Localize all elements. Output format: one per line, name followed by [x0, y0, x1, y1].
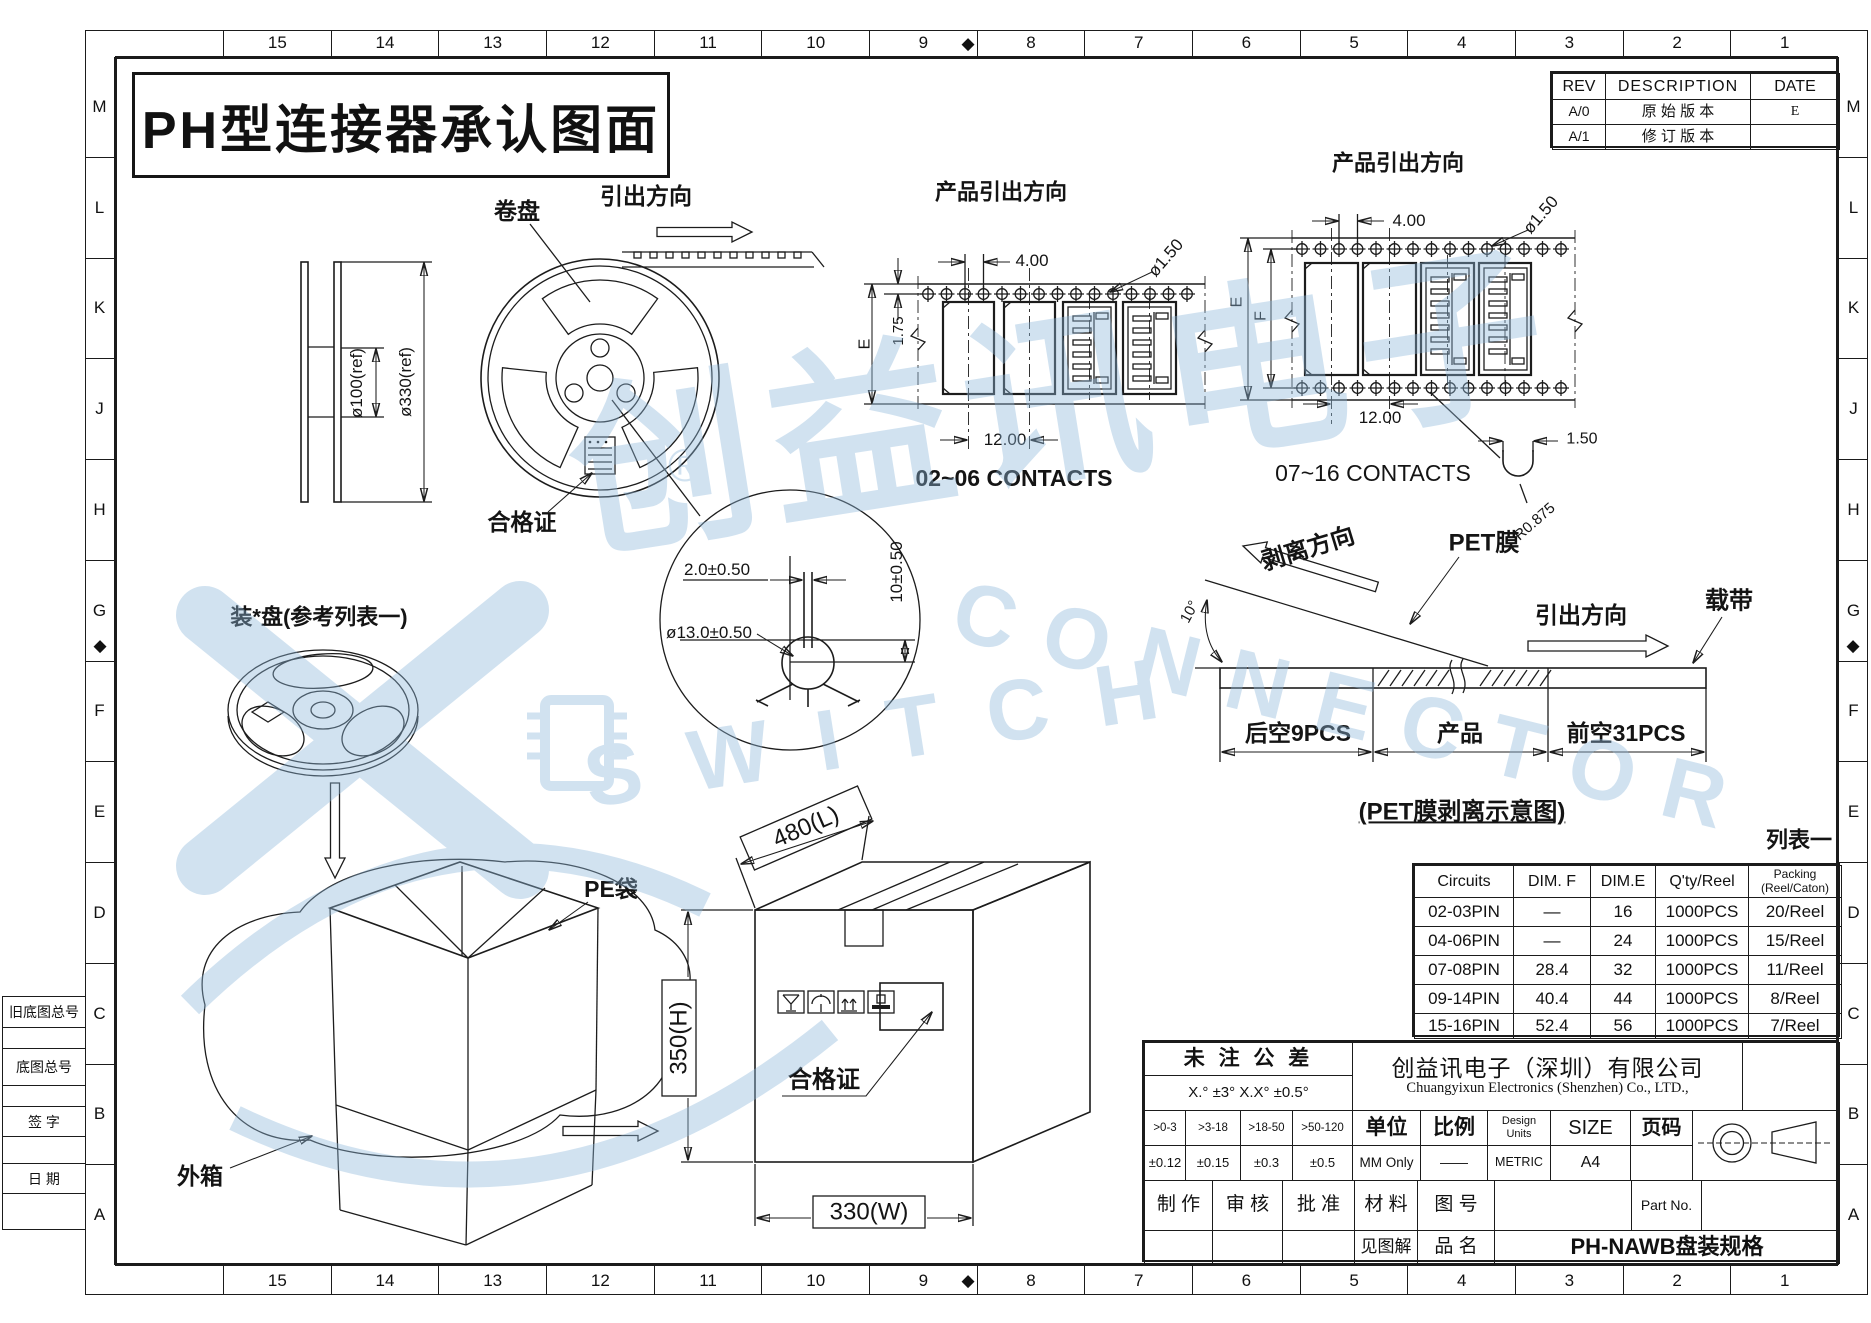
tb-blank — [1742, 1042, 1840, 1111]
title-box: PH型连接器承认图面 — [132, 72, 670, 178]
list-cell: 1000PCS — [1655, 926, 1749, 956]
tb-design-units-value: METRIC — [1487, 1145, 1551, 1181]
rev-cell: E — [1750, 99, 1840, 125]
tb-check-value — [1212, 1230, 1283, 1264]
list-cell: 1000PCS — [1655, 955, 1749, 985]
tb-tol: ±0.3 — [1240, 1145, 1293, 1181]
list-header: Q'ty/Reel — [1655, 865, 1749, 898]
list-cell: 28.4 — [1513, 955, 1591, 985]
rev-header: DATE — [1750, 73, 1840, 100]
list-header: DIM.E — [1590, 865, 1656, 898]
list-header-packing: Packing(Reel/Caton) — [1748, 865, 1842, 898]
list-cell: 24 — [1590, 926, 1656, 956]
list-cell: 11/Reel — [1748, 955, 1842, 985]
list-cell: 15/Reel — [1748, 926, 1842, 956]
list-cell: 02-03PIN — [1414, 897, 1514, 927]
tb-partno-value — [1701, 1180, 1840, 1231]
list-cell: 09-14PIN — [1414, 984, 1514, 1014]
margin-box-sign: 签 字 — [2, 1106, 86, 1137]
tb-name-value: PH-NAWB盘装规格 — [1494, 1230, 1840, 1264]
tb-approve-label: 批 准 — [1282, 1180, 1355, 1231]
drawing-frame — [115, 57, 1838, 1265]
tb-page-value — [1630, 1145, 1693, 1181]
tb-approve-value — [1282, 1230, 1355, 1264]
list-cell: 52.4 — [1513, 1013, 1591, 1039]
title-block: 未 注 公 差 X.° ±3° X.X° ±0.5° >0-3 >3-18 >1… — [1142, 1040, 1840, 1264]
list-cell: 32 — [1590, 955, 1656, 985]
tb-material-value: 见图解 — [1354, 1230, 1418, 1264]
rev-cell: 原 始 版 本 — [1605, 99, 1751, 125]
revision-table: REV DESCRIPTION DATE A/0 原 始 版 本 E A/1 修… — [1550, 71, 1840, 150]
rev-header: REV — [1552, 73, 1606, 100]
list-cell: 07-08PIN — [1414, 955, 1514, 985]
fold-mark-left: ◆ — [93, 636, 107, 655]
margin-box-sign-empty — [2, 1136, 86, 1164]
list-header: DIM. F — [1513, 865, 1591, 898]
outer-border — [85, 30, 1868, 1295]
tb-material-label: 材 料 — [1354, 1180, 1418, 1231]
company-name-cn: 创益讯电子（深圳）有限公司 — [1391, 1055, 1704, 1081]
tb-page-label: 页码 — [1630, 1110, 1693, 1146]
tb-scale-value: —— — [1420, 1145, 1488, 1181]
tb-make-value — [1144, 1230, 1213, 1264]
tb-dwg-value — [1494, 1180, 1632, 1231]
tb-unit-value: MM Only — [1352, 1145, 1421, 1181]
margin-box-date-empty — [2, 1193, 86, 1230]
list-cell: 56 — [1590, 1013, 1656, 1039]
company-name-en: Chuangyixun Electronics (Shenzhen) Co., … — [1406, 1080, 1689, 1097]
list-cell: 44 — [1590, 984, 1656, 1014]
list-cell: 04-06PIN — [1414, 926, 1514, 956]
list-cell: 20/Reel — [1748, 897, 1842, 927]
tb-tol-angles: X.° ±3° X.X° ±0.5° — [1144, 1075, 1353, 1111]
tb-unit-label: 单位 — [1352, 1110, 1421, 1146]
tb-make-label: 制 作 — [1144, 1180, 1213, 1231]
tb-company: 创益讯电子（深圳）有限公司 Chuangyixun Electronics (S… — [1352, 1042, 1743, 1111]
rev-cell: A/0 — [1552, 99, 1606, 125]
tb-name-label: 品 名 — [1417, 1230, 1495, 1264]
list-cell: 7/Reel — [1748, 1013, 1842, 1039]
tb-partno-label: Part No. — [1631, 1180, 1702, 1231]
list-cell: 15-16PIN — [1414, 1013, 1514, 1039]
tb-scale-label: 比例 — [1420, 1110, 1488, 1146]
tb-size-value: A4 — [1550, 1145, 1631, 1181]
tb-tol: ±0.12 — [1144, 1145, 1186, 1181]
list-cell: 40.4 — [1513, 984, 1591, 1014]
rev-cell: A/1 — [1552, 124, 1606, 150]
tb-size-label: SIZE — [1550, 1110, 1631, 1146]
fold-mark-bottom: ◆ — [961, 1271, 975, 1290]
tb-check-label: 审 核 — [1212, 1180, 1283, 1231]
list-cell: 1000PCS — [1655, 984, 1749, 1014]
rev-cell — [1750, 124, 1840, 150]
tb-range: >0-3 — [1144, 1110, 1186, 1146]
tb-tol: ±0.5 — [1292, 1145, 1353, 1181]
page-title: PH型连接器承认图面 — [141, 101, 661, 160]
tb-tol: ±0.15 — [1185, 1145, 1241, 1181]
rev-header: DESCRIPTION — [1605, 73, 1751, 100]
margin-box-base: 底图总号 — [2, 1048, 86, 1086]
list-cell: 1000PCS — [1655, 897, 1749, 927]
tb-projection-cell — [1692, 1110, 1840, 1181]
tb-range: >18-50 — [1240, 1110, 1293, 1146]
list-cell: 1000PCS — [1655, 1013, 1749, 1039]
fold-mark-top: ◆ — [961, 34, 975, 53]
tb-tol-title: 未 注 公 差 — [1144, 1042, 1353, 1076]
list-cell: 16 — [1590, 897, 1656, 927]
fold-mark-right: ◆ — [1846, 636, 1860, 655]
tb-range: >3-18 — [1185, 1110, 1241, 1146]
list-cell: — — [1513, 897, 1591, 927]
packing-list-table: Circuits DIM. F DIM.E Q'ty/Reel Packing(… — [1412, 863, 1842, 1039]
list-cell: 8/Reel — [1748, 984, 1842, 1014]
list-header: Circuits — [1414, 865, 1514, 898]
rev-cell: 修 订 版 本 — [1605, 124, 1751, 150]
tb-dwg-label: 图 号 — [1417, 1180, 1495, 1231]
tb-range: >50-120 — [1292, 1110, 1353, 1146]
list-cell: — — [1513, 926, 1591, 956]
